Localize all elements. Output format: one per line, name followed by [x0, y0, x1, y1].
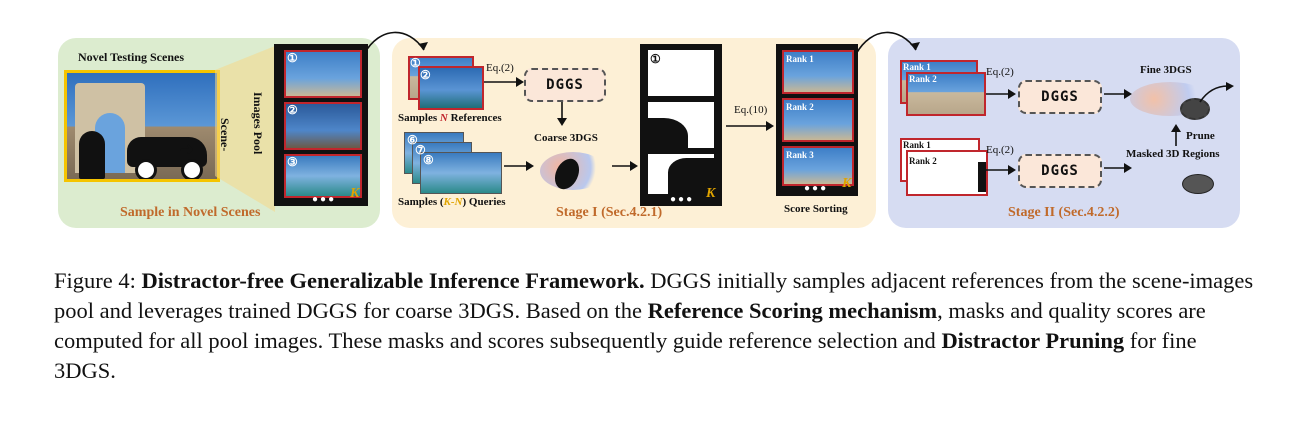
query-num-3: ⑧	[423, 153, 434, 167]
pool-dots: ●●●	[312, 194, 337, 205]
stage1-footer: Stage I (Sec.4.2.1)	[556, 205, 663, 220]
ref-image-2	[418, 66, 484, 110]
pool-label-line1: Scene-	[218, 118, 232, 152]
caption-bold-title: Distractor-free Generalizable Inference …	[141, 268, 645, 293]
mask-num-3: ③	[650, 156, 661, 170]
query-image-3	[420, 152, 502, 194]
queries-prefix: Samples (	[398, 196, 444, 208]
stage2-eq2-bottom: Eq.(2)	[986, 144, 1014, 156]
arrow-prune-up	[1171, 124, 1181, 146]
stage1-eq10: Eq.(10)	[734, 104, 768, 116]
film-strip-ranked: Rank 1 Rank 2 Rank 3 ●●● K	[776, 44, 858, 196]
film-strip-pool: ① ② ③ ●●● K	[274, 44, 368, 206]
stage2-dggs-top: DGGS	[1018, 80, 1102, 114]
stage2-footer: Stage II (Sec.4.2.2)	[1008, 205, 1120, 220]
coarse-3dgs-label: Coarse 3DGS	[534, 132, 598, 144]
stage2-mask-rank2	[906, 150, 988, 196]
mask-2-blob	[648, 118, 688, 148]
queries-suffix: ) Queries	[462, 196, 506, 208]
mask-frame-1	[648, 50, 714, 96]
pool-label-line2: Images Pool	[251, 92, 265, 155]
figure-caption: Figure 4: Distractor-free Generalizable …	[54, 266, 1254, 386]
arrow-prune-out	[1199, 82, 1234, 103]
pool-frame-3	[284, 154, 362, 198]
pool-frame-1	[284, 50, 362, 98]
stage1-eq2: Eq.(2)	[486, 62, 514, 74]
arrow-coarse-to-masks	[612, 161, 638, 171]
arrow-dggs-to-fine	[1104, 89, 1132, 99]
caption-bold-pruning: Distractor Pruning	[941, 328, 1125, 353]
ref-num-1: ①	[410, 56, 421, 70]
arrow-top-to-dggs	[986, 89, 1016, 99]
arrow-masks-to-sorting	[726, 121, 774, 131]
caption-label: Figure 4:	[54, 268, 142, 293]
arrow-bottom-to-dggs	[986, 165, 1016, 175]
pool-k-label: K	[350, 186, 360, 201]
ranked-dots: ●●●	[804, 183, 829, 194]
arrow-dggs-down	[557, 102, 567, 126]
ref-num-2: ②	[420, 68, 431, 82]
prune-label: Prune	[1186, 130, 1215, 142]
mask-3-blob	[668, 158, 714, 194]
zoom-connector	[215, 46, 275, 212]
stage2-mask-rank2-blob	[978, 162, 986, 192]
novel-scene-photo: ➜	[64, 70, 220, 182]
samples-n-prefix: Samples	[398, 112, 440, 124]
car-wheel-1	[135, 159, 157, 179]
ranked-label-3: Rank 3	[786, 150, 814, 160]
car-wheel-2	[181, 159, 203, 179]
mask-frame-3	[648, 154, 714, 194]
query-num-2: ⑦	[415, 143, 426, 157]
curved-arrow-to-stage1	[363, 31, 428, 55]
caption-bold-mechanism: Reference Scoring mechanism	[647, 298, 938, 323]
left-panel-footer: Sample in Novel Scenes	[120, 205, 261, 220]
ranked-frame-1	[782, 50, 854, 94]
ranked-frame-2	[782, 98, 854, 142]
stage2-rank2-label-top: Rank 2	[909, 74, 937, 84]
motion-arrow: ➜	[179, 139, 195, 160]
arrow-queries-to-coarse	[504, 161, 534, 171]
masked-region-blob	[1182, 174, 1214, 194]
samples-n-var: N	[439, 112, 448, 124]
samples-n-suffix: References	[447, 112, 502, 124]
curved-arrow-to-stage2	[855, 31, 920, 55]
ranked-label-2: Rank 2	[786, 102, 814, 112]
caption-part2: , masks and quality scores are computed …	[54, 298, 1206, 353]
pool-frame-2	[284, 102, 362, 150]
stage1-dggs-box: DGGS	[524, 68, 606, 102]
stage2-rank1-label-top: Rank 1	[903, 62, 931, 72]
film-strip-masks: ① ② ③ ●●● K	[640, 44, 722, 206]
stage2-rank2-image	[906, 72, 986, 116]
masked-regions-label: Masked 3D Regions	[1126, 148, 1220, 160]
mask-k-label: K	[706, 186, 716, 201]
mask-num-2: ②	[650, 104, 661, 118]
samples-k-n-queries: Samples (K-N) Queries	[398, 196, 506, 208]
pool-num-2: ②	[287, 103, 298, 117]
mask-num-1: ①	[650, 52, 661, 66]
stage2-dggs-bottom: DGGS	[1018, 154, 1102, 188]
queries-var: K-N	[443, 196, 463, 208]
ranked-frame-3	[782, 146, 854, 186]
mask-frame-2	[648, 102, 714, 148]
caption-part3: for fine 3DGS.	[54, 328, 1197, 383]
query-num-1: ⑥	[407, 133, 418, 147]
arrow-ref-to-dggs	[484, 77, 524, 87]
person-silhouette	[79, 131, 105, 179]
pruned-region-dashed	[1180, 98, 1210, 120]
stage2-rank2-label-bottom: Rank 2	[909, 156, 937, 166]
stage2-eq2-top: Eq.(2)	[986, 66, 1014, 78]
pool-num-3: ③	[287, 155, 298, 169]
score-sorting-label: Score Sorting	[784, 203, 848, 215]
pool-num-1: ①	[287, 51, 298, 65]
samples-n-references: Samples N References	[398, 112, 502, 124]
stage2-rank1-label-bottom: Rank 1	[903, 140, 931, 150]
ranked-label-1: Rank 1	[786, 54, 814, 64]
framework-figure: Novel Testing Scenes ➜ Scene- Images Poo…	[58, 31, 1240, 228]
caption-part1: DGGS initially samples adjacent referenc…	[54, 268, 1254, 323]
arrow-dggs-to-masked	[1104, 163, 1132, 173]
novel-scenes-title: Novel Testing Scenes	[78, 50, 185, 64]
fine-3dgs-label: Fine 3DGS	[1140, 64, 1192, 76]
mask-dots: ●●●	[670, 194, 695, 205]
ranked-k-label: K	[842, 176, 852, 191]
